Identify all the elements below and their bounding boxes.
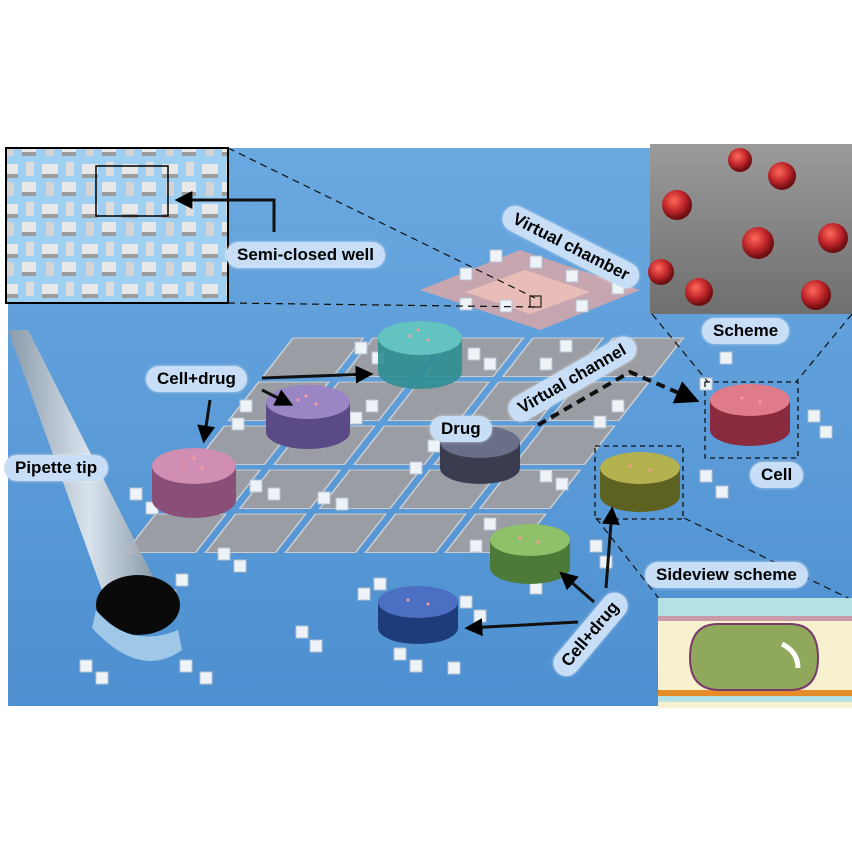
red-well-dashed-box <box>704 381 799 459</box>
well-red <box>710 384 790 446</box>
scheme-inset <box>648 144 852 314</box>
well-pink <box>152 448 236 518</box>
well-purple <box>266 385 350 449</box>
cell-dots <box>182 328 762 606</box>
label-pipette-tip: Pipette tip <box>4 455 109 481</box>
semi-closed-well-inset <box>5 147 276 304</box>
label-scheme: Scheme <box>702 318 790 344</box>
label-cell-drug-top: Cell+drug <box>146 366 247 392</box>
pipette-tip <box>8 330 182 661</box>
well-blue <box>378 586 458 644</box>
well-green <box>490 524 570 584</box>
chamber-zoom-box <box>529 295 542 308</box>
sideview-scheme-inset <box>658 598 852 708</box>
label-semi-closed-well: Semi-closed well <box>226 242 385 268</box>
well-teal <box>378 321 462 389</box>
label-sideview-scheme: Sideview scheme <box>645 562 808 588</box>
virtual-channel-arrow <box>537 369 700 427</box>
well-yellow <box>600 452 680 512</box>
label-cell: Cell <box>750 462 804 488</box>
arrows <box>197 365 620 637</box>
label-drug: Drug <box>430 416 492 442</box>
